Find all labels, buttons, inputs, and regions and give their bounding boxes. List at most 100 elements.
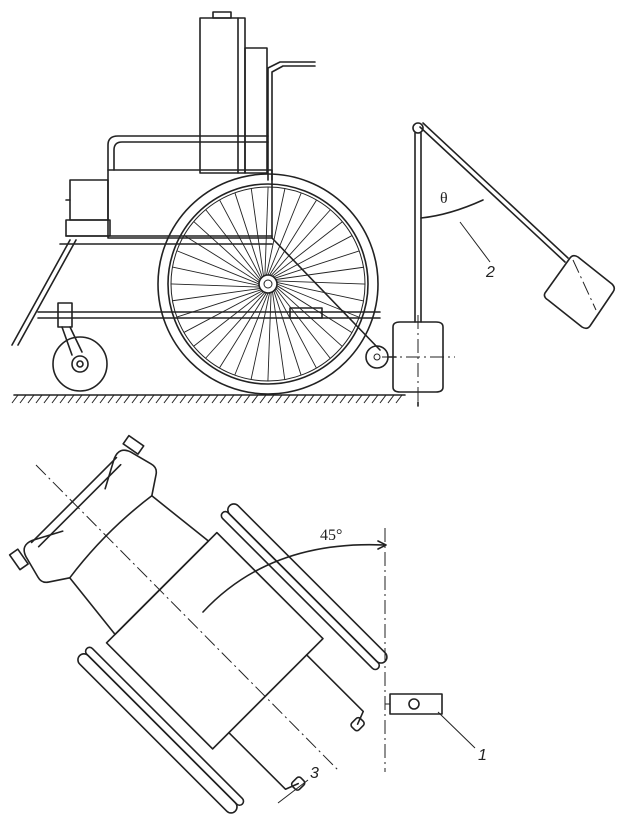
- wheel-spoke: [276, 286, 343, 347]
- wheel-spoke: [250, 188, 264, 277]
- ground-hatch: [227, 394, 235, 404]
- wheel-spoke: [274, 250, 360, 279]
- theta-arc: [420, 199, 484, 219]
- ground-hatch: [211, 394, 219, 404]
- ground-hatch: [27, 394, 35, 404]
- ground-hatch: [371, 394, 379, 404]
- ground-hatch: [35, 394, 43, 404]
- callout-2: 2: [485, 264, 495, 281]
- ground-hatch: [251, 394, 259, 404]
- wheel-spoke: [170, 283, 260, 288]
- wheel-spoke: [276, 285, 353, 333]
- wheel-spoke: [176, 289, 262, 318]
- callout-1: 1: [478, 747, 487, 764]
- top-view: 45° 1 3: [8, 434, 487, 814]
- angle-45-label: 45°: [320, 527, 342, 544]
- pendulum: θ 2: [412, 122, 616, 330]
- ground-hatch: [267, 394, 275, 404]
- ground-hatch: [107, 394, 115, 404]
- armrest: [107, 135, 269, 171]
- push-handle: [267, 61, 316, 181]
- wheel-spoke: [219, 292, 267, 369]
- wheel-spoke: [176, 250, 260, 285]
- side-view: θ 2: [11, 11, 616, 407]
- ground-hatch: [339, 394, 347, 404]
- rear-wheel: [157, 173, 379, 395]
- wheel-spoke: [275, 266, 364, 280]
- ground-hatch: [387, 394, 395, 404]
- ground-hatch: [19, 394, 27, 404]
- ground-hatch: [323, 394, 331, 404]
- ground-hatch: [75, 394, 83, 404]
- wheel-spoke: [193, 221, 260, 282]
- wheel-spoke: [264, 186, 269, 276]
- ground-hatch: [203, 394, 211, 404]
- wheel-spoke: [267, 292, 272, 382]
- ground-hatch: [99, 394, 107, 404]
- wheel-spoke: [205, 209, 261, 280]
- ground-hatch: [235, 394, 243, 404]
- ground-hatch: [123, 394, 131, 404]
- battery-box: [65, 179, 111, 237]
- ground-hatch: [51, 394, 59, 404]
- wheel-spoke: [250, 292, 271, 380]
- ground-hatch: [131, 394, 139, 404]
- hanging-weight: [382, 315, 455, 407]
- wheel-spoke: [274, 289, 317, 369]
- wheel-spoke: [205, 292, 266, 359]
- ground-hatch: [299, 394, 307, 404]
- ground-hatch: [379, 394, 387, 404]
- wheel-spoke: [269, 199, 317, 276]
- ground-hatch: [67, 394, 75, 404]
- pendulum-weight: [543, 254, 616, 330]
- wheel-spoke: [267, 192, 302, 276]
- lower-frame: [37, 235, 381, 351]
- ground-hatch: [59, 394, 67, 404]
- ground-hatch: [195, 394, 203, 404]
- front-strut: [11, 239, 77, 346]
- wheel-spoke: [172, 288, 261, 302]
- wheel-spoke: [272, 221, 343, 277]
- wheel-spoke: [234, 192, 263, 278]
- ground-hatch: [147, 394, 155, 404]
- ground-hatch: [139, 394, 147, 404]
- wheel-spoke: [275, 288, 331, 359]
- wheel-spoke: [276, 283, 360, 318]
- ground-hatch: [315, 394, 323, 404]
- ground-hatch: [331, 394, 339, 404]
- wheel-spoke: [272, 291, 286, 380]
- theta-label: θ: [440, 190, 448, 207]
- clamp-1: 1: [385, 693, 487, 764]
- ground-hatch: [243, 394, 251, 404]
- wheel-spoke: [193, 291, 264, 347]
- caster: [52, 302, 108, 392]
- wheel-spoke: [183, 290, 263, 333]
- wheel-spoke: [276, 281, 364, 302]
- ground-hatch: [43, 394, 51, 404]
- ground-hatch: [171, 394, 179, 404]
- wheel-spoke: [276, 280, 366, 285]
- wheel-spoke: [273, 290, 302, 376]
- backrest: [199, 11, 268, 174]
- leader-3: [277, 779, 309, 804]
- wheel-spoke: [234, 292, 269, 376]
- ground-hatch: [163, 394, 171, 404]
- ground-hatch: [219, 394, 227, 404]
- ground-hatch: [347, 394, 355, 404]
- ground-hatch: [155, 394, 163, 404]
- ground-hatch: [307, 394, 315, 404]
- wheel-spoke: [219, 199, 262, 279]
- ground-hatch: [283, 394, 291, 404]
- wheel-spoke: [172, 266, 260, 287]
- wheel-spoke: [273, 235, 353, 278]
- wheel-spoke: [265, 188, 286, 276]
- seat: [107, 169, 273, 239]
- ground-hatch: [291, 394, 299, 404]
- ground-hatch: [187, 394, 195, 404]
- wheelchair-top-body: [8, 434, 388, 814]
- ground-line: [11, 394, 406, 404]
- ground-hatch: [395, 394, 403, 404]
- wheel-spoke: [183, 235, 260, 283]
- leader-2: [459, 221, 491, 263]
